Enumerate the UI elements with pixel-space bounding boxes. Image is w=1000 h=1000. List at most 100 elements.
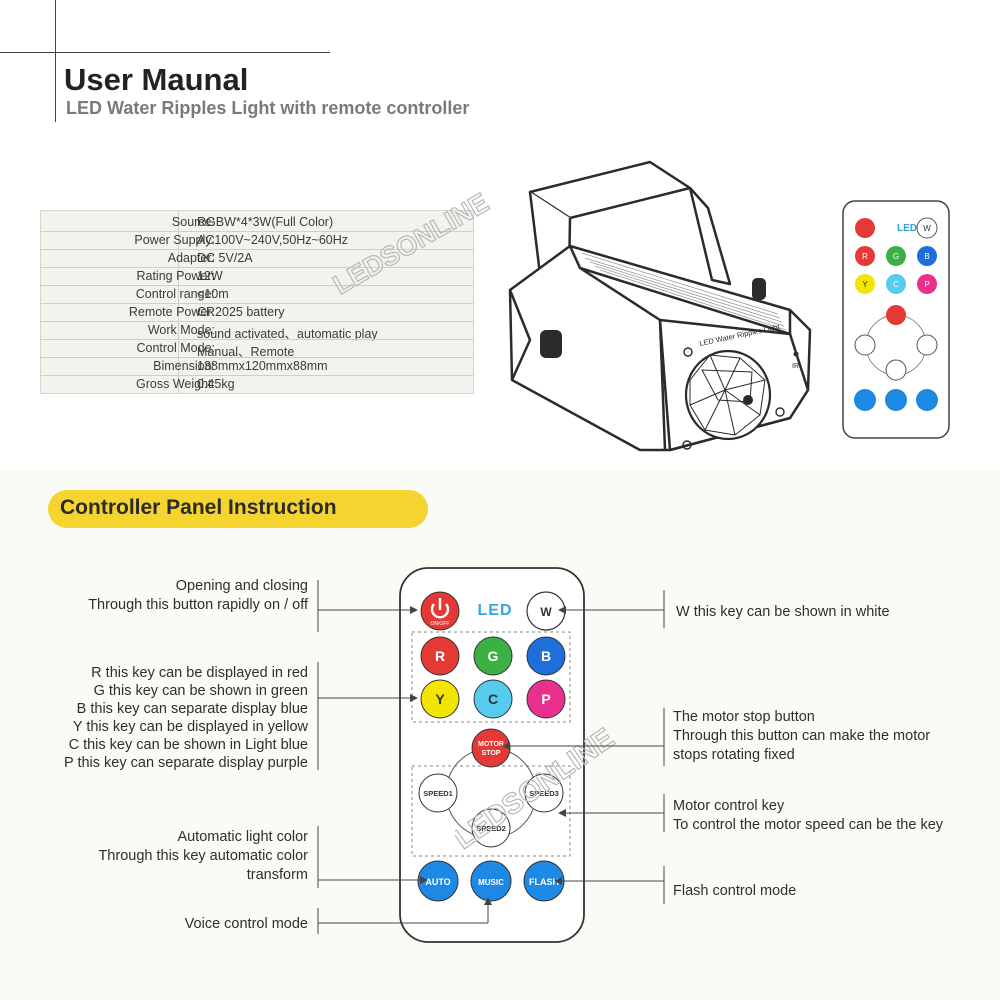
red-button[interactable] <box>420 636 460 676</box>
speed3-button[interactable] <box>524 773 564 813</box>
small-motor-stop-button <box>886 305 906 325</box>
section-banner: Controller Panel Instruction <box>48 490 428 528</box>
auto-note-line-1: Automatic light color <box>177 829 308 845</box>
color-note-r: R this key can be displayed in red <box>91 665 308 681</box>
green-button[interactable] <box>473 636 513 676</box>
spec-row: Gross Weight:0.45kg <box>41 375 473 393</box>
spec-label: Work Mode: <box>147 323 215 337</box>
spec-value: RGBW*4*3W(Full Color) <box>197 215 334 229</box>
small-w-button: W <box>923 224 931 233</box>
knob-left <box>540 330 562 358</box>
color-note-p: P this key can separate display purple <box>64 755 308 771</box>
green-button-label: G <box>488 648 499 664</box>
auto-note-line-3: transform <box>246 867 308 883</box>
small-p-button: P <box>924 280 929 289</box>
onoff-button[interactable]: ON/OFF <box>420 591 460 631</box>
page-subtitle: LED Water Ripples Light with remote cont… <box>66 98 470 118</box>
header-rule-horizontal <box>0 52 330 53</box>
spec-row: Bimension:138mmx120mmx88mm <box>41 357 473 375</box>
motor-stop-note-line-3: stops rotating fixed <box>673 747 795 763</box>
speed2-button[interactable] <box>471 808 511 848</box>
motor-control-note-line-2: To control the motor speed can be the ke… <box>673 817 944 833</box>
speed3-label: SPEED3 <box>529 789 559 798</box>
color-note-g: G this key can be shown in green <box>93 683 308 699</box>
motor-stop-note-line-2: Through this button can make the motor <box>673 728 931 744</box>
auto-note-line-2: Through this key automatic color <box>98 848 308 864</box>
spec-value: 12W <box>197 269 223 283</box>
spec-label: Power Supply: <box>134 233 215 247</box>
spec-value: <10m <box>197 287 229 301</box>
small-auto-button <box>854 389 876 411</box>
spec-row-divider <box>41 321 473 322</box>
spec-value: DC 5V/2A <box>197 251 253 265</box>
spec-row: Control Mode:Manual、Remote <box>41 339 473 359</box>
spec-label: Bimension: <box>153 359 215 373</box>
section-heading: Controller Panel Instruction <box>60 496 337 519</box>
knob-right <box>752 278 766 300</box>
color-note-y: Y this key can be displayed in yellow <box>72 719 308 735</box>
spec-label: Control Mode: <box>136 341 215 355</box>
motor-control-note-line-1: Motor control key <box>673 798 785 814</box>
spec-label: Source: <box>171 215 215 229</box>
red-button-label: R <box>435 648 445 664</box>
lens-icon <box>684 349 772 441</box>
spec-row-divider <box>41 231 473 232</box>
onoff-note-line-1: Opening and closing <box>175 578 308 594</box>
yellow-button[interactable] <box>420 679 460 719</box>
motor-stop-label-2: STOP <box>482 750 501 757</box>
yellow-button-label: Y <box>435 691 445 707</box>
device-illustration: LED Water Ripples Light IR <box>508 160 812 452</box>
spec-row: Source:RGBW*4*3W(Full Color) <box>41 213 473 231</box>
flash-label: FLASH <box>529 877 559 887</box>
purple-button[interactable] <box>526 679 566 719</box>
small-led-label: LED <box>897 223 917 234</box>
spec-label: Remote Power: <box>128 305 215 319</box>
color-note-c: C this key can be shown in Light blue <box>68 737 308 753</box>
auto-button[interactable] <box>417 860 459 902</box>
speed2-label: SPEED2 <box>476 824 506 833</box>
flash-note: Flash control mode <box>673 883 797 899</box>
small-b-button: B <box>924 252 929 261</box>
purple-button-label: P <box>541 691 550 707</box>
spec-row-divider <box>41 357 473 358</box>
spec-row: Adapter:DC 5V/2A <box>41 249 473 267</box>
callout-lines <box>317 580 665 934</box>
music-label: MUSIC <box>478 878 504 887</box>
spec-row: Power Supply:AC100V~240V,50Hz~60Hz <box>41 231 473 249</box>
cyan-button-label: C <box>488 691 498 707</box>
small-music-button <box>885 389 907 411</box>
cyan-button[interactable] <box>473 679 513 719</box>
spec-label: Rating Power: <box>136 269 215 283</box>
watermark-bottom: LEDSONLINE <box>455 722 621 857</box>
onoff-note-line-2: Through this button rapidly on / off <box>88 597 308 613</box>
small-flash-button <box>916 389 938 411</box>
small-remote: LED W R G B Y C P <box>842 200 950 439</box>
spec-row-divider <box>41 267 473 268</box>
white-button-label: W <box>540 605 552 619</box>
spec-label: Gross Weight: <box>136 377 215 391</box>
watermark-top: LEDSONLINE <box>330 187 494 301</box>
watermark-text: LEDSONLINE <box>330 187 494 300</box>
page-title: User Maunal <box>64 62 249 97</box>
spec-row-divider <box>41 339 473 340</box>
spec-value: AC100V~240V,50Hz~60Hz <box>197 233 349 247</box>
voice-note: Voice control mode <box>184 916 308 932</box>
small-onoff-button <box>855 218 875 238</box>
blue-button[interactable] <box>526 636 566 676</box>
blue-button-label: B <box>541 648 551 664</box>
auto-label: AUTO <box>425 877 450 887</box>
header-rule-vertical <box>55 0 56 122</box>
spec-row-divider <box>41 375 473 376</box>
spec-value: 0.45kg <box>197 377 235 391</box>
speed1-button[interactable] <box>418 773 458 813</box>
spec-row-divider <box>41 249 473 250</box>
music-button[interactable] <box>470 860 512 902</box>
white-note: W this key can be shown in white <box>676 604 890 620</box>
spec-divider <box>178 211 179 393</box>
spec-row: Rating Power:12W <box>41 267 473 285</box>
spec-label: Adapter: <box>167 251 215 265</box>
motor-stop-note-line-1: The motor stop button <box>673 709 815 725</box>
spec-row-divider <box>41 303 473 304</box>
onoff-label: ON/OFF <box>431 621 450 627</box>
spec-value: Manual、Remote <box>197 345 295 359</box>
